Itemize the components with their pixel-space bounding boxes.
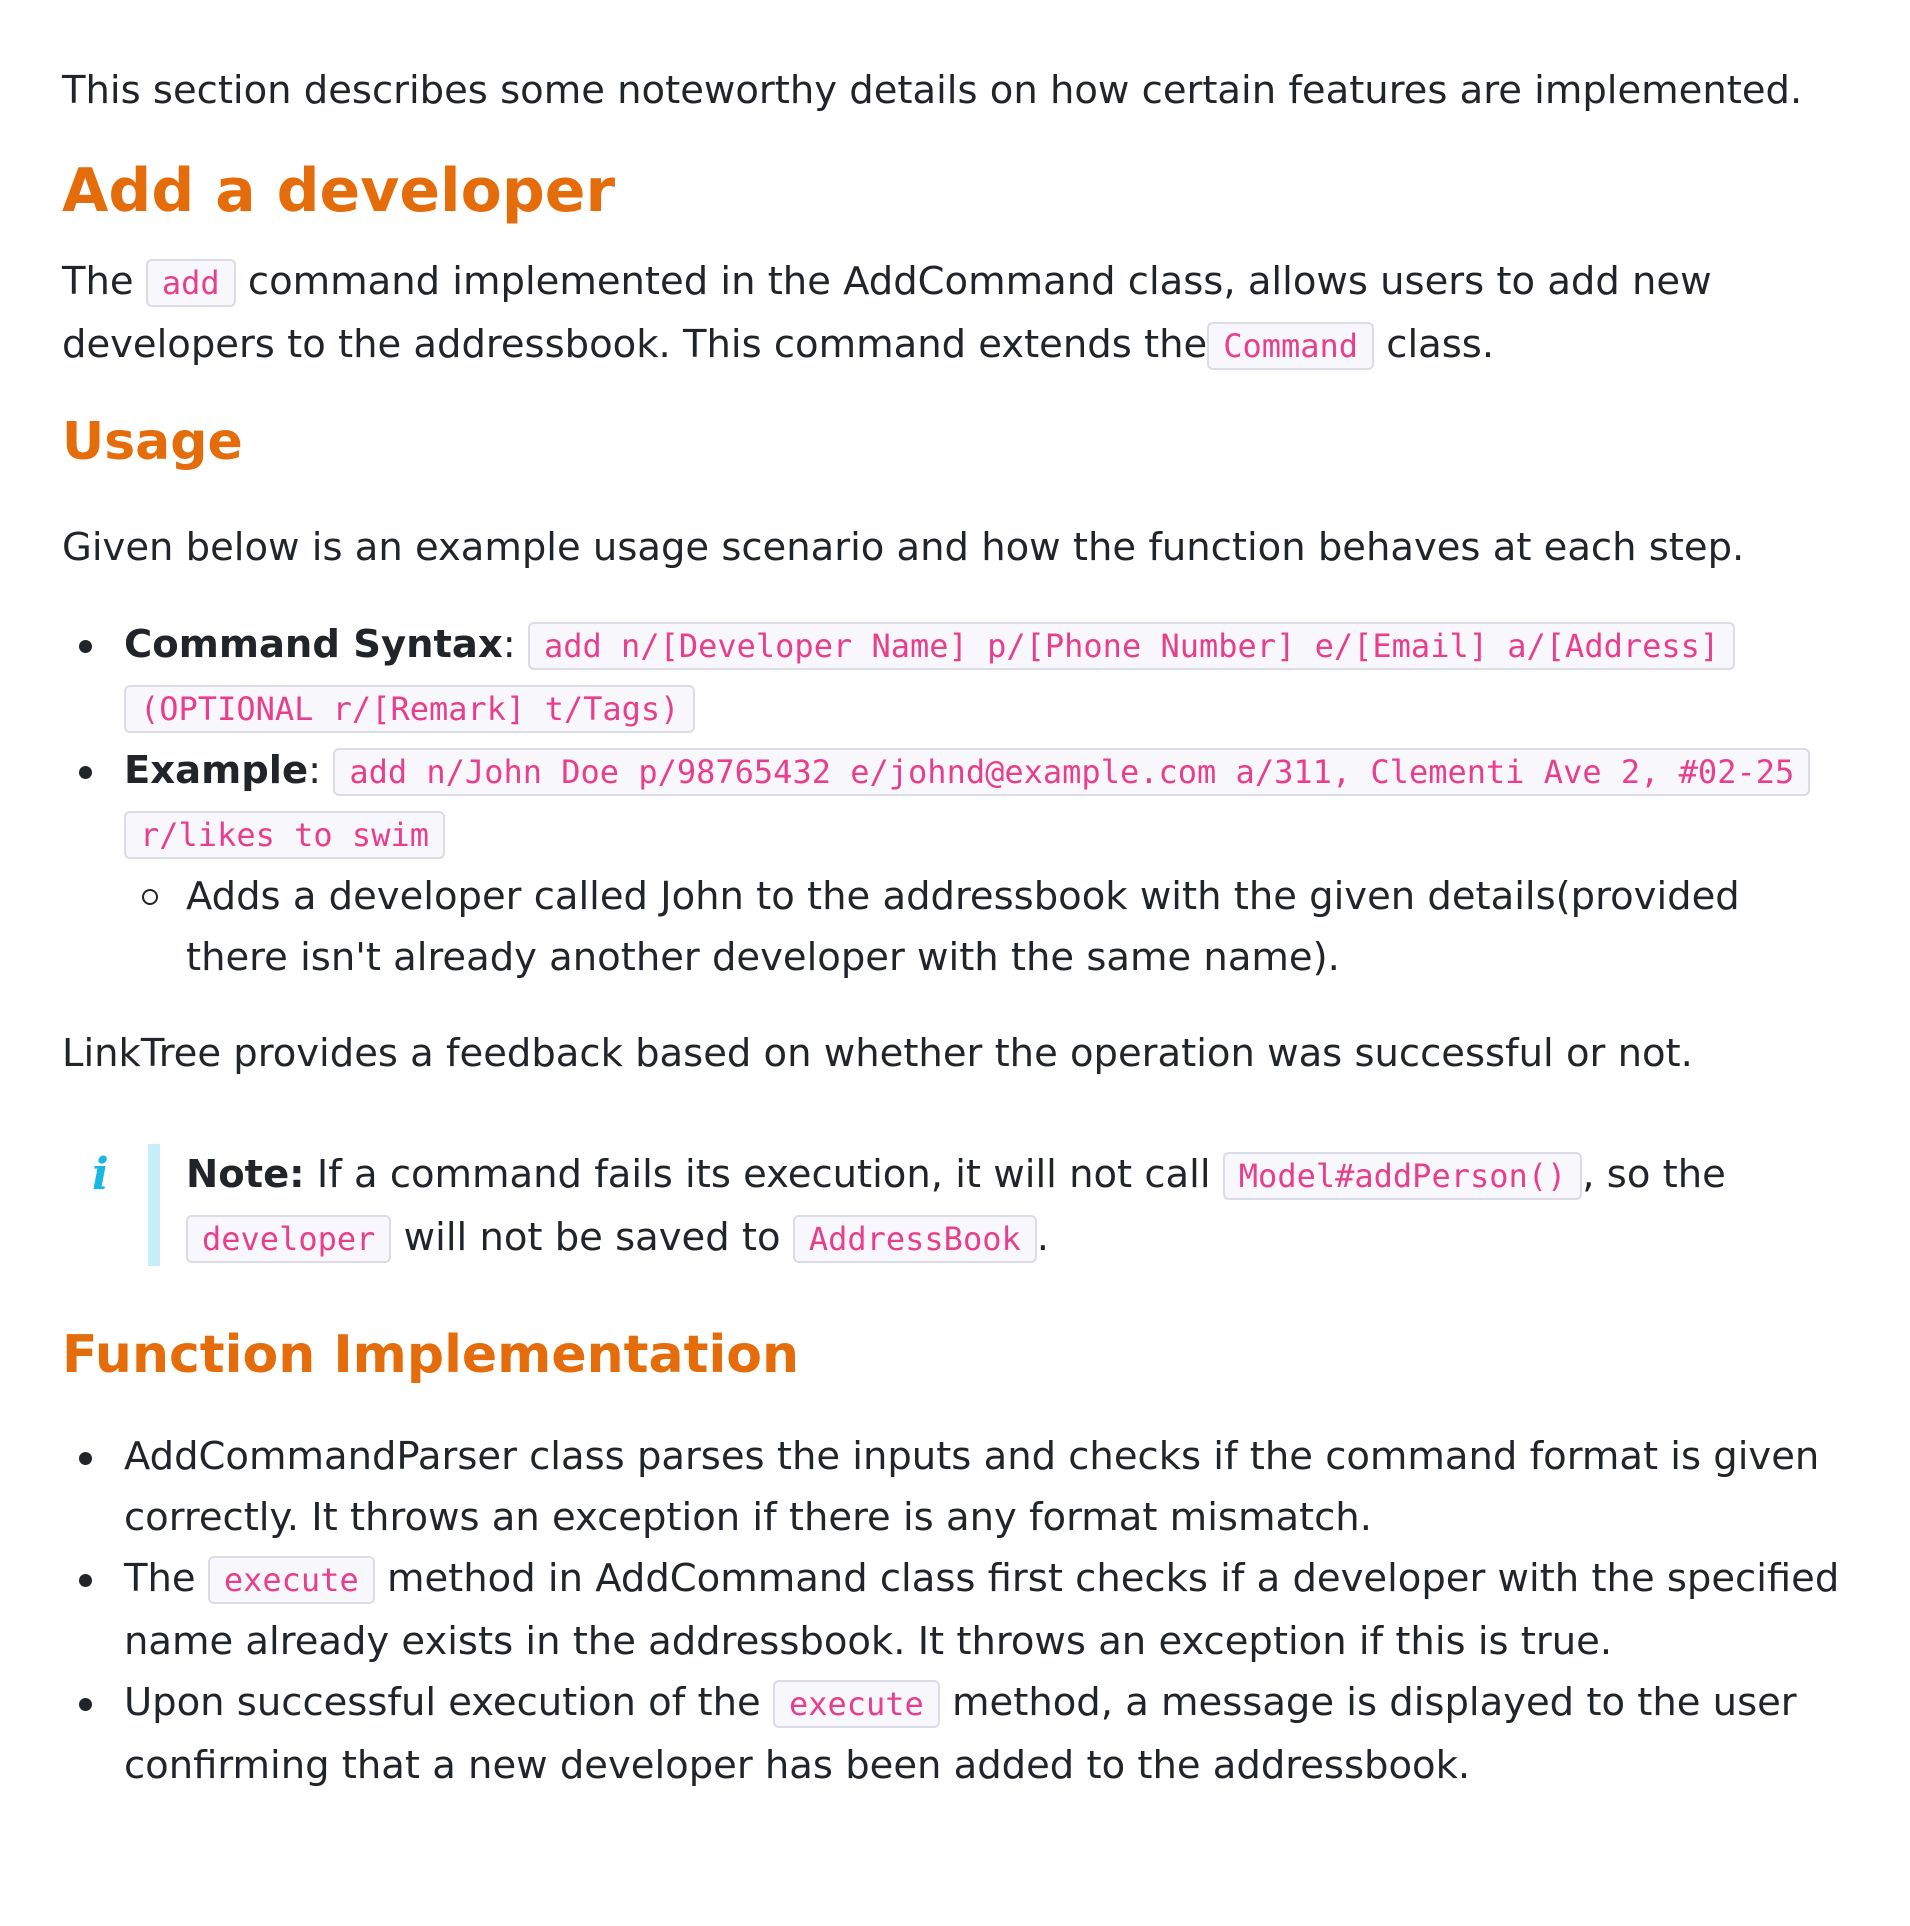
- example-sublist: Adds a developer called John to the addr…: [124, 866, 1848, 988]
- text: class.: [1386, 322, 1495, 367]
- text: command implemented in the AddCommand cl…: [62, 259, 1712, 367]
- note-box: i Note: If a command fails its execution…: [62, 1144, 1848, 1270]
- code-command: Command: [1207, 322, 1375, 370]
- list-item-command-syntax: Command Syntax: add n/[Developer Name] p…: [79, 614, 1848, 740]
- text: will not be saved to: [403, 1215, 781, 1260]
- text: , so the: [1582, 1152, 1726, 1197]
- note-label: Note:: [186, 1152, 305, 1197]
- info-icon: i: [92, 1149, 109, 1200]
- usage-list: Command Syntax: add n/[Developer Name] p…: [62, 614, 1848, 988]
- list-item-example: Example: add n/John Doe p/98765432 e/joh…: [79, 740, 1848, 988]
- text: Upon successful execution of the: [124, 1680, 761, 1725]
- heading-usage: Usage: [62, 412, 243, 472]
- text: .: [1036, 1215, 1049, 1260]
- intro-text: This section describes some noteworthy d…: [62, 68, 1803, 113]
- feedback-text: LinkTree provides a feedback based on wh…: [62, 1031, 1693, 1076]
- heading-add-developer: Add a developer: [62, 156, 616, 226]
- code-developer: developer: [186, 1215, 392, 1263]
- list-item: AddCommandParser class parses the inputs…: [79, 1426, 1848, 1548]
- text: method in AddCommand class first checks …: [124, 1556, 1840, 1664]
- example-label: Example: [124, 748, 309, 793]
- sub-list-item: Adds a developer called John to the addr…: [142, 866, 1848, 988]
- note-text: Note: If a command fails its execution, …: [186, 1144, 1848, 1270]
- list-item: Upon successful execution of the execute…: [79, 1672, 1848, 1796]
- note-bar: [148, 1144, 160, 1266]
- code-example: add n/John Doe p/98765432 e/johnd@exampl…: [124, 748, 1811, 859]
- code-execute: execute: [207, 1556, 375, 1604]
- code-execute: execute: [772, 1680, 940, 1728]
- list-item: The execute method in AddCommand class f…: [79, 1548, 1848, 1672]
- text: The: [62, 259, 134, 304]
- add-command-paragraph: The add command implemented in the AddCo…: [62, 251, 1848, 377]
- implementation-list: AddCommandParser class parses the inputs…: [62, 1426, 1848, 1796]
- document-page: This section describes some noteworthy d…: [62, 68, 1848, 1796]
- text: If a command fails its execution, it wil…: [316, 1152, 1211, 1197]
- code-model-addperson: Model#addPerson(): [1222, 1152, 1583, 1200]
- code-add: add: [145, 259, 236, 307]
- command-syntax-label: Command Syntax: [124, 622, 503, 667]
- text: The: [124, 1556, 196, 1601]
- text: method, a message is displayed to the us…: [124, 1680, 1797, 1788]
- code-addressbook: AddressBook: [792, 1215, 1037, 1263]
- heading-function-implementation: Function Implementation: [62, 1325, 800, 1385]
- usage-intro-text: Given below is an example usage scenario…: [62, 525, 1745, 570]
